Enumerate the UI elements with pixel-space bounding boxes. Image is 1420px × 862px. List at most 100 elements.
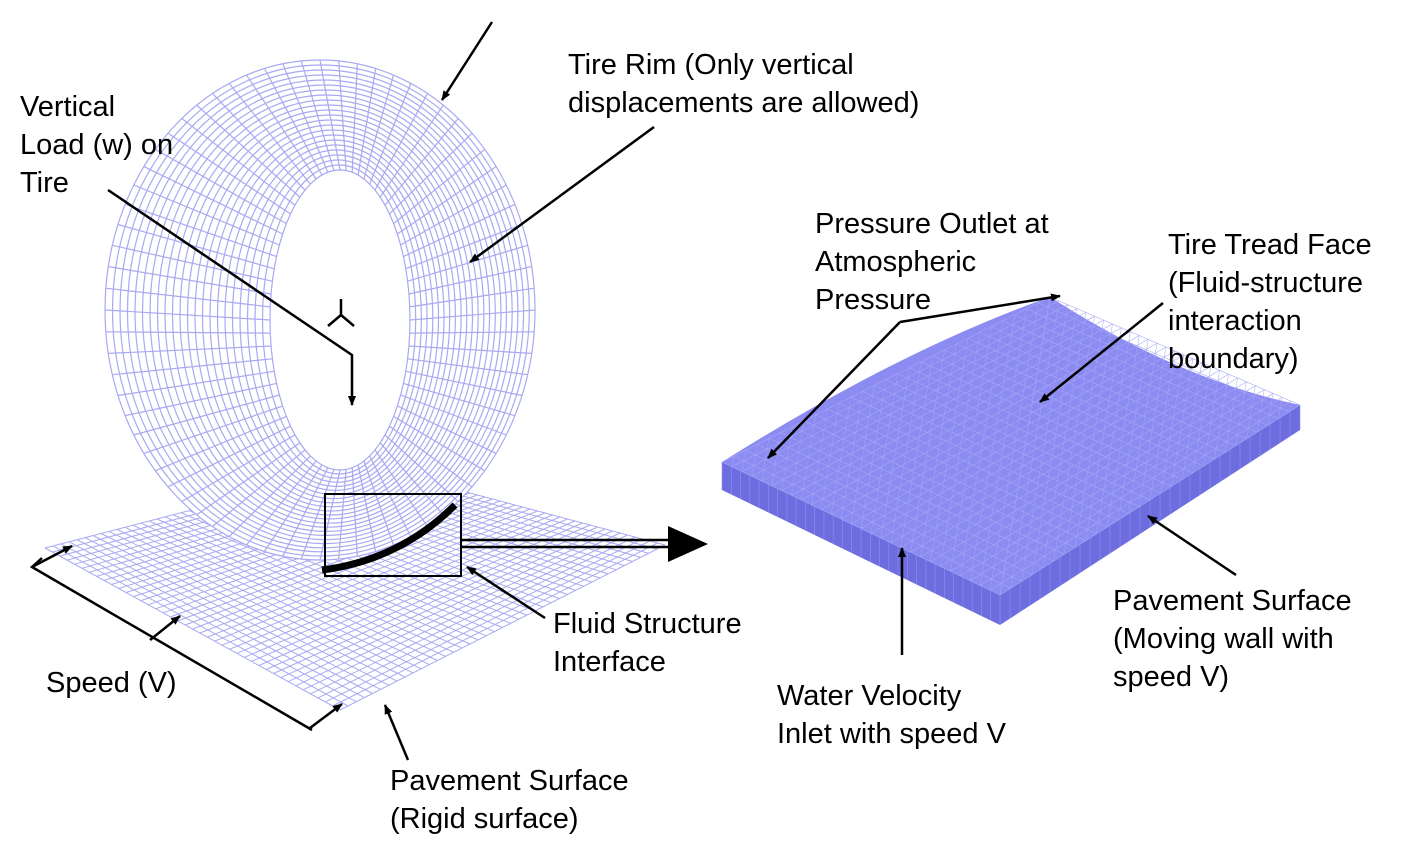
tire-spoke-line [104,309,271,321]
pavement-grid-line [295,532,621,687]
label-vertical-load: Vertical Load (w) on Tire [20,91,174,199]
pavement-grid-line [229,514,553,650]
fluid-top-mesh [721,296,1301,596]
fluid-mesh-line [781,426,793,491]
tire-spoke-line [393,415,486,472]
fluid-mesh-line [1203,370,1220,467]
fluid-mesh-line [940,332,980,567]
fluid-side-mesh [721,405,1301,625]
tire-spoke-line [409,331,535,334]
fluid-mesh-line [1064,320,1104,555]
tire-spoke-line [379,442,444,516]
fluid-mesh-line [950,326,992,572]
fluid-mesh-line [840,391,863,520]
fluid-mesh-line [897,373,1161,494]
fluid-mesh-line [991,326,1247,440]
fluid-mesh-line [989,302,1039,591]
tire-spoke-line [384,434,459,502]
fluid-mesh-line [850,385,875,524]
tire-spoke-line [282,63,329,173]
fluid-mesh-line [890,361,922,543]
label-pressure-outlet: Pressure Outlet at Atmospheric Pressure [815,208,1049,316]
fluid-mesh-line [979,397,1283,586]
fluid-mesh-line [950,385,1256,572]
tire-spoke-line [338,60,347,171]
fluid-mesh-line [880,367,910,539]
pavement-grid-line [310,536,636,695]
tire-spoke-line [405,370,523,397]
tire-spoke-line [374,93,429,191]
tire-spoke-line [167,425,291,488]
fluid-domain-block [721,296,1301,625]
fluid-mesh-line [1049,296,1301,406]
tire-ring-line [269,169,411,471]
fluid-mesh-line [940,381,1247,567]
fluid-mesh-line [1289,401,1292,412]
tire-spoke-line [263,464,323,552]
tire-spoke-line [409,309,536,321]
arrow-pressure-outlet-a [767,321,901,459]
fluid-mesh-line [960,389,1265,577]
arrow-pavement-left [383,704,410,761]
leader-arrows [29,21,1237,761]
label-tire-tread-face: Tire Tread Face (Fluid-structure interac… [1168,229,1372,375]
pavement-grid-line [221,512,546,646]
fluid-mesh-line [1021,304,1069,582]
arrow-pressure-outlet-b [899,293,1061,324]
tire-spoke-line [408,266,532,295]
fluid-mesh-line [1117,339,1149,521]
tire-spoke-line [143,166,283,235]
fluid-mesh-line [870,373,898,534]
fluid-mesh-line [1042,312,1086,568]
tire-spoke-line [409,287,535,308]
tire-spoke-line [300,60,335,171]
fluid-mesh-line [751,444,758,477]
arrow-fluid-structure [466,565,546,620]
tire-spoke-line [212,449,306,527]
pavement-grid-line [332,542,658,707]
pavement-grid-line [288,530,613,683]
pavement-grid-line [339,544,666,711]
fluid-mesh-line [1002,320,1258,433]
tire-spoke-line [246,74,317,180]
fluid-mesh-line [970,393,1274,582]
tire-spoke-line [117,223,275,270]
tire-spoke-line [369,455,412,537]
arrow-tire-rim [469,125,655,264]
fluid-mesh-line [944,349,1204,467]
tire-spoke-line [108,345,272,354]
fluid-mesh-line [830,397,852,515]
tire-spoke-line [319,59,341,171]
tire-mesh [104,59,536,561]
fluid-mesh-line [1160,354,1185,494]
tire-spoke-line [196,104,301,198]
pavement-grid-line [325,540,651,703]
arrow-pavement-right [1147,514,1237,577]
label-pavement-moving: Pavement Surface (Moving wall with speed… [1113,585,1352,693]
tire-spoke-line [351,63,358,173]
tire-spoke-line [112,244,273,282]
tire-spoke-line [167,132,291,215]
arrow-vertical-load [107,188,356,406]
tire-spoke-line [155,415,287,472]
pavement-grid-line [273,526,598,674]
transfer-arrow-head [668,526,708,562]
tire-spoke-line [108,266,272,295]
fluid-mesh-line [1053,316,1095,562]
fluid-mesh-line [930,377,1238,563]
label-tire-rim: Tire Rim (Only vertical displacements ar… [568,49,920,119]
tire-spoke-line [389,425,473,488]
fluid-mesh-line [920,344,957,558]
speed-bracket [29,557,313,732]
fluid-mesh-line [761,438,770,482]
fluid-mesh-line [930,338,969,562]
fluid-mesh-line [979,308,1027,586]
fluid-mesh-line [979,332,1236,446]
tire-spoke-line [379,104,444,198]
tire-spoke-line [357,68,377,176]
fluid-mesh-line [821,403,840,510]
fluid-mesh-line [999,296,1051,596]
tire-spoke-line [124,203,277,258]
fluid-mesh-line [900,366,1211,548]
